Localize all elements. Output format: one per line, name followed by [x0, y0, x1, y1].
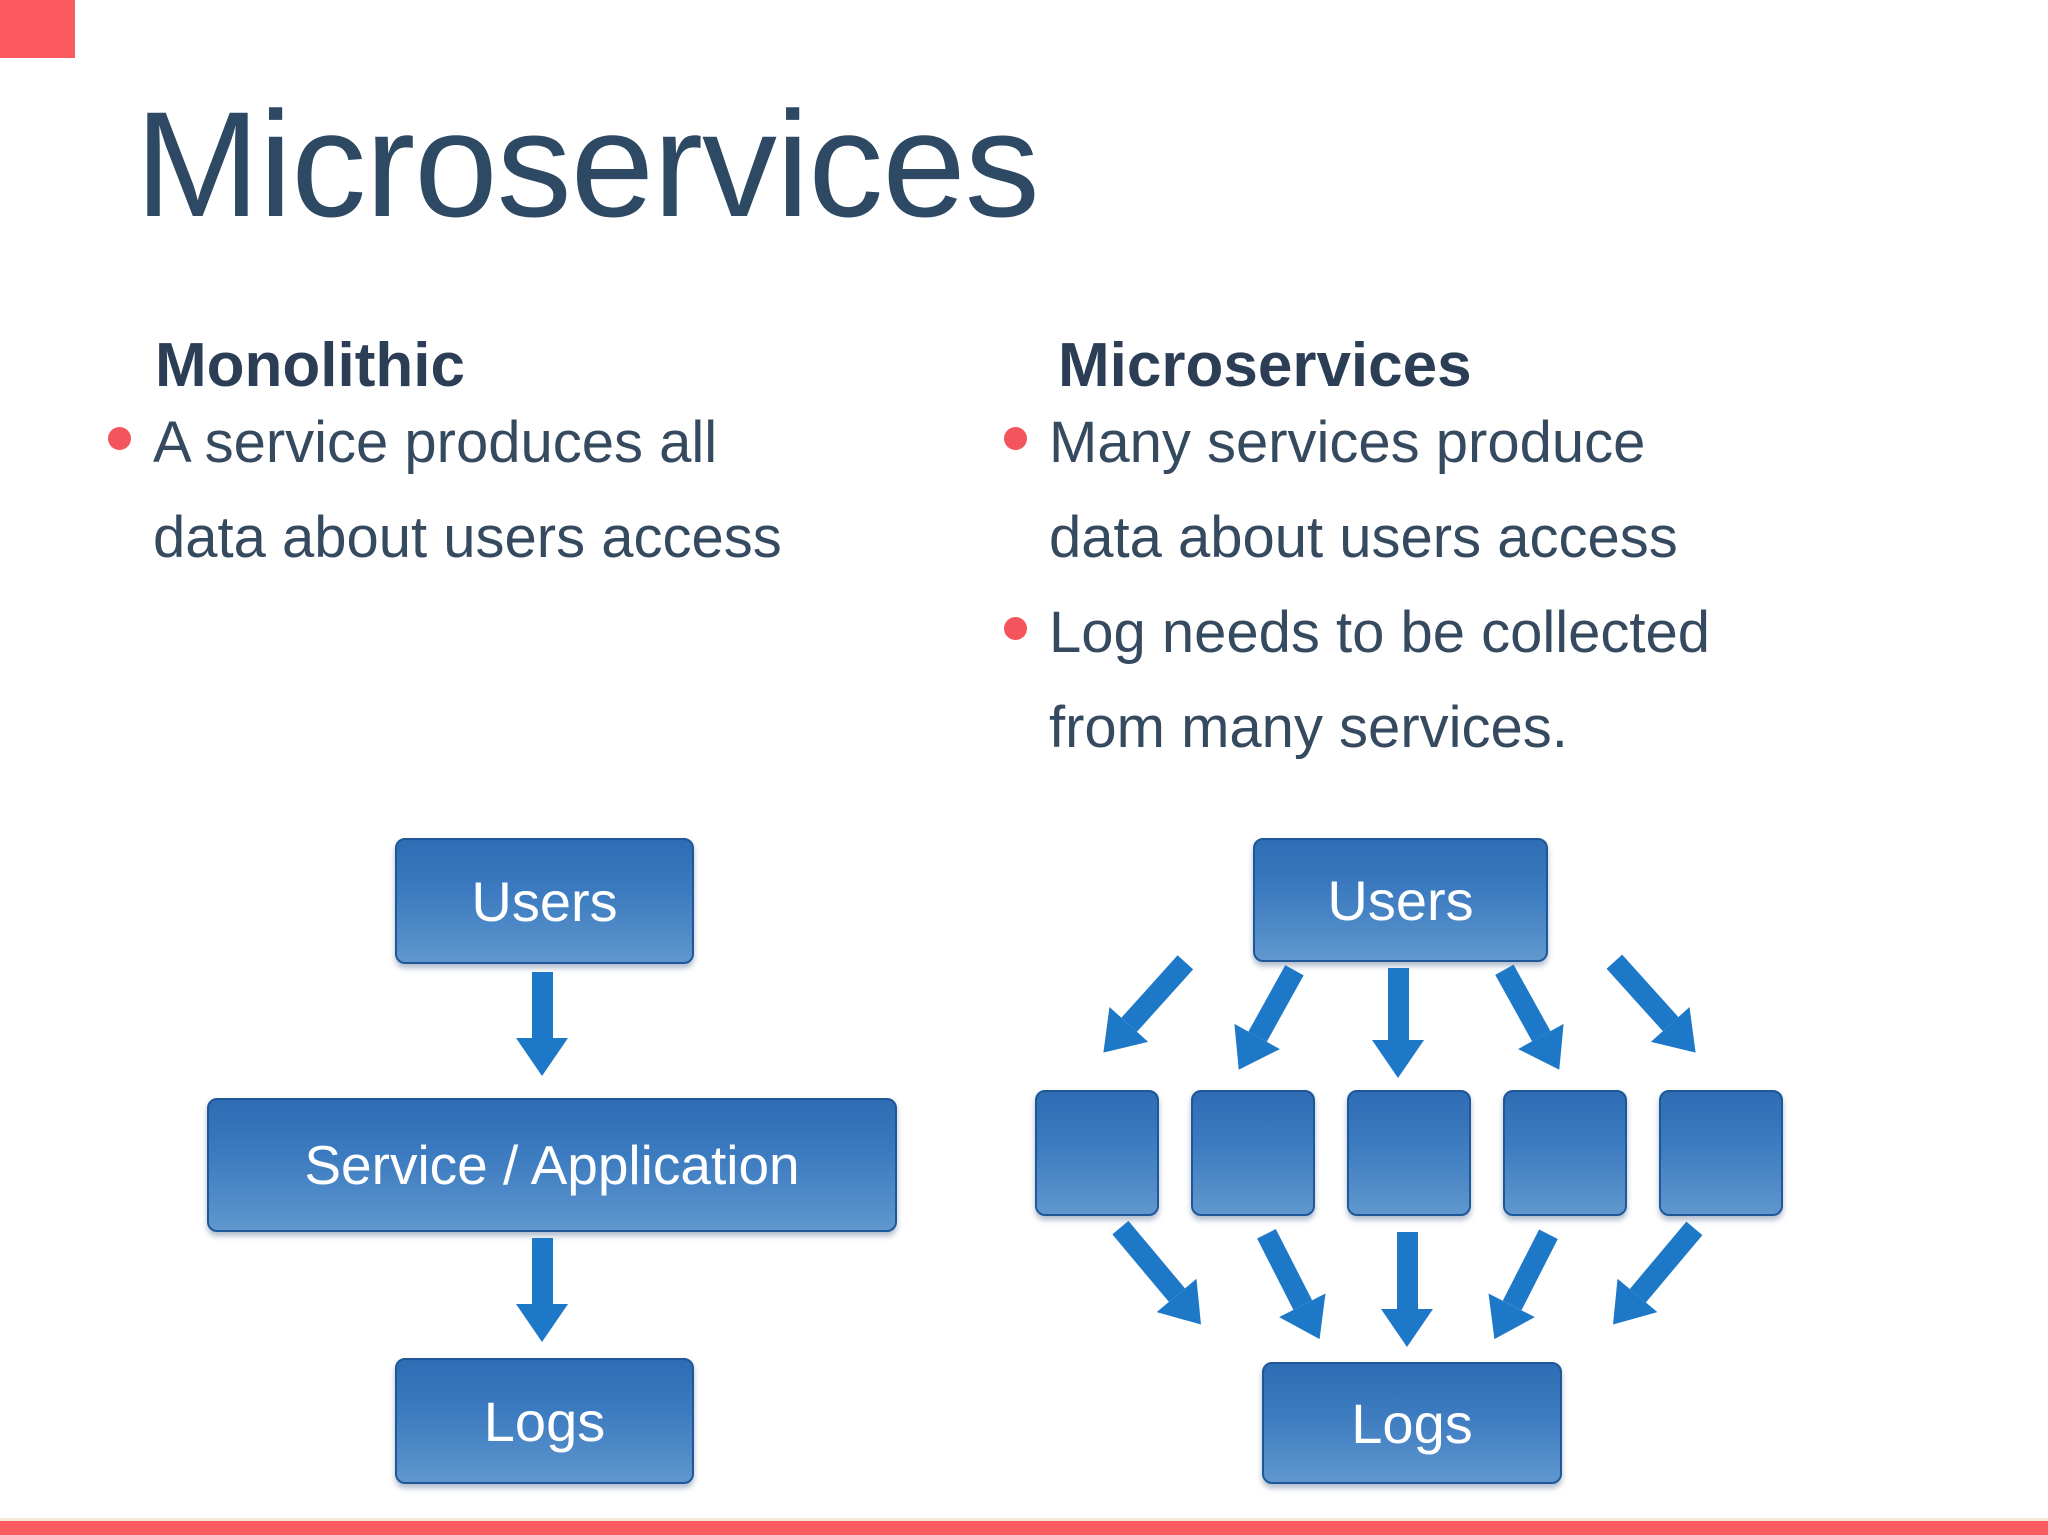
arrow-down-icon	[1381, 1232, 1433, 1347]
service-box	[1659, 1090, 1783, 1216]
arrow-down-left-icon	[1593, 1211, 1714, 1342]
service-box	[1503, 1090, 1627, 1216]
arrow-down-icon	[516, 972, 568, 1076]
arrow-down-right-icon	[1100, 1211, 1221, 1342]
arrow-down-right-icon	[1243, 1222, 1343, 1351]
monolithic-logs-box: Logs	[395, 1358, 694, 1484]
column-heading-monolithic: Monolithic	[155, 331, 465, 400]
bullet-item: A service produces all data about users …	[108, 395, 782, 585]
monolithic-users-box: Users	[395, 838, 694, 964]
bullet-item: Many services produce data about users a…	[1004, 395, 1678, 585]
slide-title: Microservices	[135, 80, 1040, 248]
bullet-text: Many services produce data about users a…	[1049, 410, 1678, 570]
arrow-down-right-icon	[1595, 945, 1715, 1071]
bottom-red-bar	[0, 1518, 2048, 1535]
arrow-down-left-icon	[1471, 1222, 1571, 1351]
bullet-dot-icon	[108, 427, 131, 450]
service-box	[1035, 1090, 1159, 1216]
service-box	[1191, 1090, 1315, 1216]
arrow-down-left-icon	[1084, 945, 1204, 1071]
bullet-item: Log needs to be collected from many serv…	[1004, 585, 1710, 775]
column-heading-microservices: Microservices	[1058, 331, 1472, 400]
microservices-users-box: Users	[1253, 838, 1548, 962]
red-corner-accent	[0, 0, 75, 58]
arrow-down-icon	[1372, 968, 1424, 1078]
bullet-dot-icon	[1004, 427, 1027, 450]
arrow-down-icon	[516, 1238, 568, 1342]
arrow-down-left-icon	[1215, 957, 1317, 1083]
bullet-dot-icon	[1004, 617, 1027, 640]
monolithic-service-box: Service / Application	[207, 1098, 897, 1232]
bullet-text: A service produces all data about users …	[153, 410, 782, 570]
microservices-logs-box: Logs	[1262, 1362, 1562, 1484]
service-box	[1347, 1090, 1471, 1216]
bullet-text: Log needs to be collected from many serv…	[1049, 600, 1711, 760]
arrow-down-right-icon	[1481, 957, 1583, 1083]
